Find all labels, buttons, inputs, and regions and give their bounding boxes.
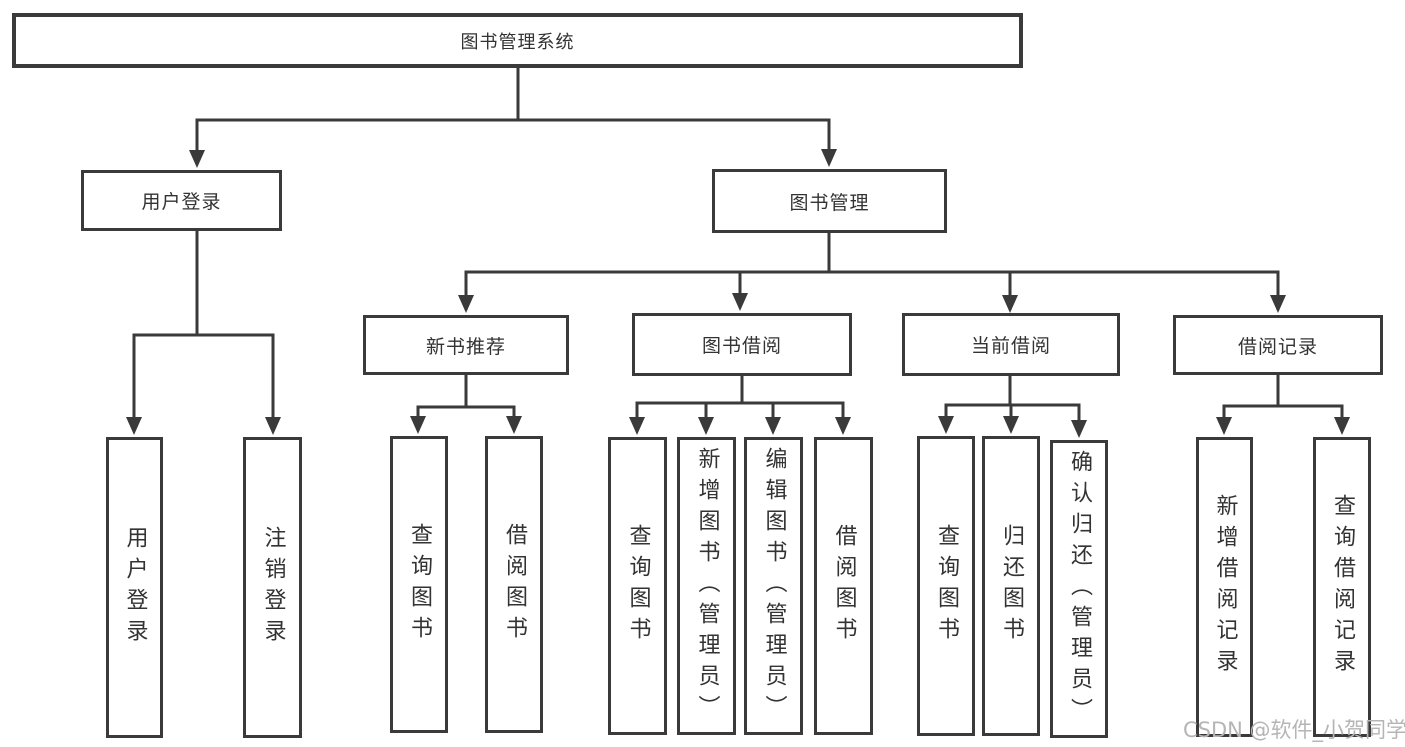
node-recommend-query-books: 查询图书 — [390, 436, 448, 733]
arrowheads — [126, 149, 1350, 438]
node-borrow-borrow-books: 借阅图书 — [814, 437, 873, 735]
node-logout: 注销登录 — [243, 437, 302, 738]
node-recommend-borrow-books: 借阅图书 — [485, 436, 543, 733]
node-records-query-record: 查询借阅记录 — [1313, 437, 1371, 737]
node-root: 图书管理系统 — [12, 13, 1023, 68]
node-borrow-edit-books: 编辑图书（管理员） — [744, 437, 803, 735]
node-login: 用户登录 — [106, 437, 163, 738]
node-user-login: 用户登录 — [81, 170, 282, 231]
node-records-add-record: 新增借阅记录 — [1196, 437, 1253, 737]
node-new-book-recommend: 新书推荐 — [363, 315, 569, 375]
node-borrow-add-books: 新增图书（管理员） — [677, 437, 736, 735]
node-book-management: 图书管理 — [712, 169, 947, 233]
watermark: CSDN @软件_小贺同学 — [1183, 718, 1405, 742]
node-current-borrow: 当前借阅 — [902, 313, 1120, 376]
node-book-borrow: 图书借阅 — [632, 313, 852, 376]
node-current-confirm-return: 确认归还（管理员） — [1050, 440, 1108, 738]
node-current-return-books: 归还图书 — [982, 436, 1040, 736]
node-borrow-records: 借阅记录 — [1173, 315, 1383, 375]
node-borrow-query-books: 查询图书 — [608, 437, 667, 735]
node-current-query-books: 查询图书 — [917, 436, 975, 736]
